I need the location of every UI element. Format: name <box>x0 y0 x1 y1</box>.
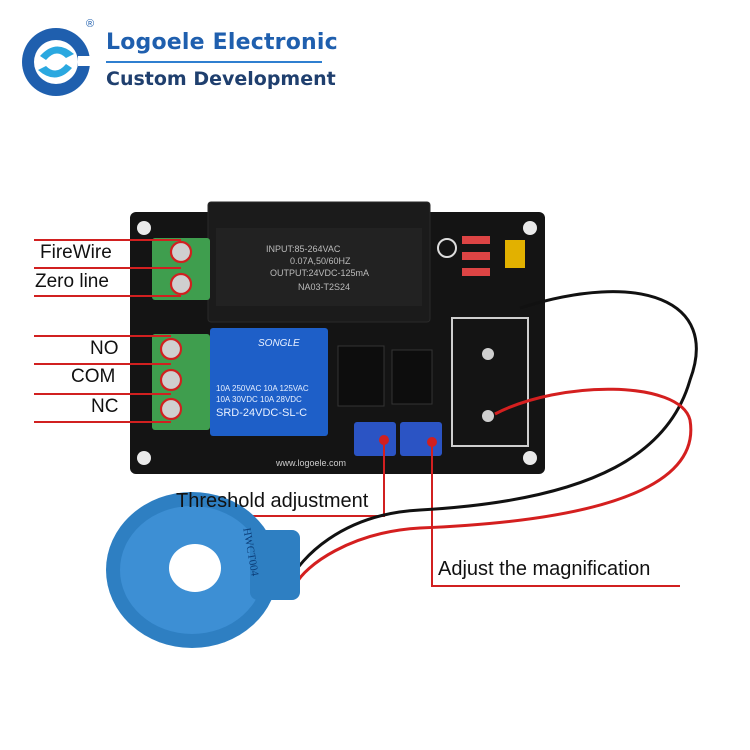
mounting-hole <box>523 221 537 235</box>
label-com: COM <box>71 366 116 387</box>
capacitor <box>505 240 525 268</box>
sensor-connector-outline <box>451 317 529 447</box>
callout-magnification: Adjust the magnification <box>438 558 651 580</box>
label-firewire: FireWire <box>40 242 112 263</box>
mounting-hole <box>523 451 537 465</box>
power-module-model: NA03-T2S24 <box>298 282 351 292</box>
led-indicator <box>437 238 457 258</box>
current-transformer <box>106 492 300 648</box>
relay-board <box>130 201 545 474</box>
power-module-output: OUTPUT:24VDC-125mA <box>270 268 370 278</box>
brand-logo-icon <box>22 28 92 96</box>
power-module-input: INPUT:85-264VAC <box>266 244 341 254</box>
label-lines <box>34 239 181 423</box>
relay-rating-2: 10A 30VDC 10A 28VDC <box>216 395 302 404</box>
label-nc: NC <box>91 396 119 417</box>
relay-rating-1: 10A 250VAC 10A 125VAC <box>216 384 309 393</box>
relay-brand: SONGLE <box>258 338 300 349</box>
registered-mark: ® <box>86 18 95 30</box>
mounting-hole <box>137 221 151 235</box>
label-zero-line: Zero line <box>35 271 109 292</box>
terminal-markers <box>159 240 193 421</box>
label-no: NO <box>90 338 119 359</box>
relay-model: SRD-24VDC-SL-C <box>216 407 308 419</box>
brand-tagline: Custom Development <box>106 68 336 90</box>
sensor-cable-red <box>294 387 693 585</box>
mounting-hole <box>137 451 151 465</box>
relay <box>210 328 328 436</box>
board-website: www.logoele.com <box>276 458 347 468</box>
callout-threshold: Threshold adjustment <box>176 490 369 512</box>
brand-name: Logoele Electronic <box>106 30 338 55</box>
threshold-potentiometer <box>354 422 396 456</box>
sensor-cable-black <box>288 290 698 581</box>
power-module-current: 0.07A,50/60HZ <box>290 256 351 266</box>
brand-divider <box>106 61 322 63</box>
